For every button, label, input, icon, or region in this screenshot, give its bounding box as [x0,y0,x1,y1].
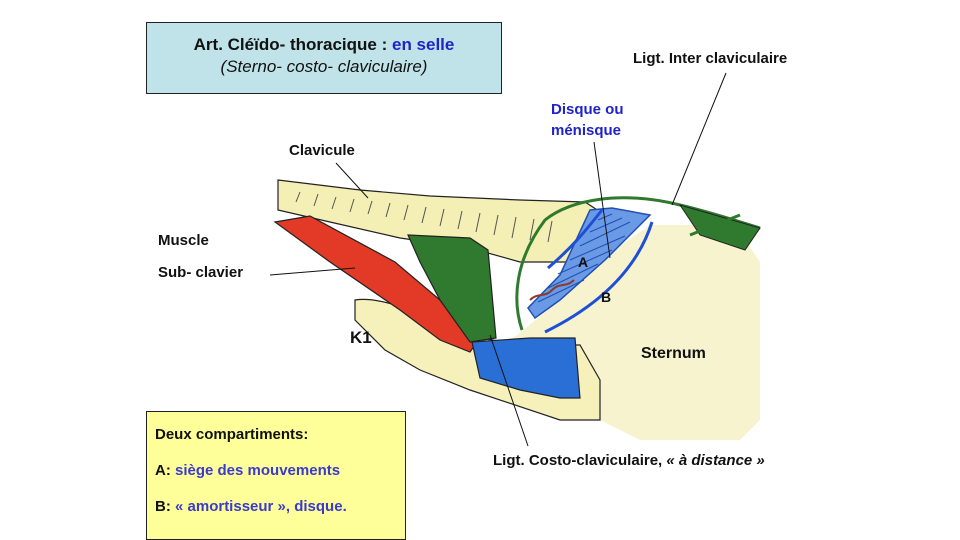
clavicle-hatching [295,191,553,243]
label-ligt-costo-em: « à distance » [666,452,765,469]
label-clavicule: Clavicule [289,142,355,159]
leader-subclavier [269,267,356,276]
notes-box: Deux compartiments: A: siège des mouveme… [146,411,406,540]
note-a-text: siège des mouvements [175,462,341,479]
leader-ligt-inter [671,72,727,206]
label-ligt-costo-text: Ligt. Costo-claviculaire, [493,452,667,469]
label-disque-1: Disque ou [551,101,624,118]
leader-costo [489,334,529,447]
note-a-prefix: A: [155,462,175,479]
synovial-fringe [529,279,575,301]
joint-capsule [515,196,761,331]
inter-clavicular-ligament-shape [678,204,761,251]
label-sternum: Sternum [641,345,706,362]
note-b-text: « amortisseur », disque. [175,498,347,515]
articular-disc [527,207,652,320]
leader-disque [593,141,611,259]
label-b: B [601,289,612,305]
notes-title: Deux compartiments: [155,426,309,443]
label-a: A [578,254,589,270]
disc-hatching [537,213,631,303]
synovial-cavity-b [544,221,654,334]
note-a: A: siège des mouvements [155,462,397,479]
synovial-cavity-a [547,209,604,270]
title-highlight: en selle [391,35,455,54]
note-b-prefix: B: [155,498,175,515]
title-prefix: Art. Cléïdo- thoracique : [193,35,392,54]
label-ligt-inter: Ligt. Inter claviculaire [633,50,788,67]
subclavius-muscle [273,215,476,353]
label-k1: K1 [350,328,372,347]
note-b: B: « amortisseur », disque. [155,498,397,515]
costal-cartilage [471,337,581,399]
title-subtitle: (Sterno- costo- claviculaire) [220,57,428,76]
title-line1: Art. Cléïdo- thoracique : en selle [147,35,501,55]
title-box: Art. Cléïdo- thoracique : en selle (Ster… [146,22,502,94]
label-muscle: Muscle [158,232,209,249]
label-ligt-costo: Ligt. Costo-claviculaire, « à distance » [493,452,765,469]
label-sub-clavier: Sub- clavier [158,264,244,281]
costo-clavicular-ligament [407,234,497,343]
label-disque-2: ménisque [551,122,622,139]
leader-clavicule [335,162,369,199]
